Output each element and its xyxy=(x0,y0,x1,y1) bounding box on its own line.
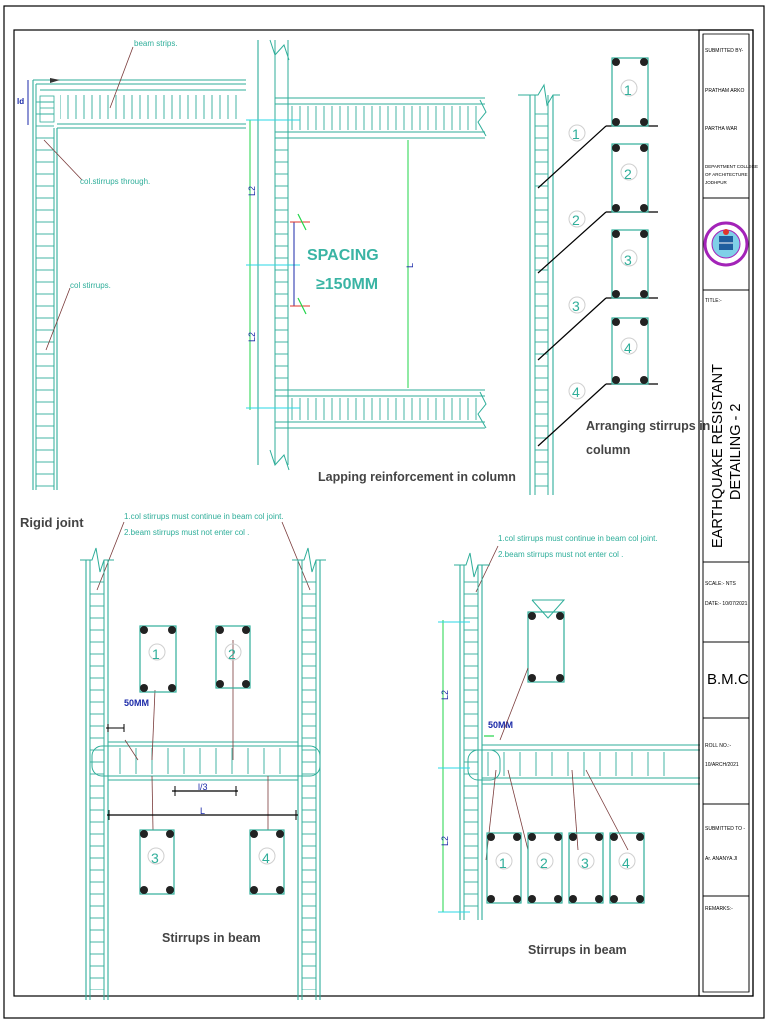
corner-joint-detail: ld beam strips. col.stirrups through. co… xyxy=(17,39,246,490)
rigid-note-2: 2.beam stirrups must not enter col . xyxy=(124,528,249,537)
right-l2-top-label: L2 xyxy=(440,690,450,700)
rigid-joint-detail: Rigid joint 1.col stirrups must continue… xyxy=(20,512,326,1000)
department-line-2: OF ARCHITECTURE xyxy=(705,172,748,177)
scale-label: SCALE:- NTS xyxy=(705,581,737,587)
arranging-caption-line1: Arranging stirrups in xyxy=(586,419,710,433)
right-section-3: 3 xyxy=(568,832,604,904)
drawing-title-line2: DETAILING - 2 xyxy=(728,404,744,500)
roll-no-value: 10/ARCH/2021 xyxy=(705,762,739,768)
svg-text:2: 2 xyxy=(624,166,632,182)
college-seal xyxy=(703,221,749,267)
svg-text:2: 2 xyxy=(572,212,580,228)
title-label: TITLE:- xyxy=(705,298,722,304)
svg-text:1: 1 xyxy=(499,855,507,871)
submitted-to-label: SUBMITTED TO - xyxy=(705,826,745,832)
arranging-caption-line2: column xyxy=(586,443,630,457)
rigid-joint-heading: Rigid joint xyxy=(20,515,84,530)
col-section-4: 4 xyxy=(611,317,649,385)
rigid-note-1: 1.col stirrups must continue in beam col… xyxy=(124,512,284,521)
spacing-line2: ≥150MM xyxy=(316,276,378,293)
submitted-to-name: Ar. ANANYA JI xyxy=(705,856,737,862)
rigid-50mm-label: 50MM xyxy=(124,698,149,708)
bmc-mark: B.M.C xyxy=(707,671,749,688)
right-l2-bottom-label: L2 xyxy=(440,836,450,846)
svg-text:3: 3 xyxy=(572,298,580,314)
student-name-2: PARTHA WAR xyxy=(705,126,738,132)
svg-text:3: 3 xyxy=(581,855,589,871)
col-stirrups-label: col stirrups. xyxy=(70,281,111,290)
lap-l2-bottom-label: L2 xyxy=(247,332,257,342)
rigid-caption: Stirrups in beam xyxy=(162,931,261,945)
svg-text:1: 1 xyxy=(572,126,580,142)
right-note-1: 1.col stirrups must continue in beam col… xyxy=(498,534,658,543)
beam-section-4: 4 xyxy=(249,829,285,895)
drawing-title-line1: EARTHQUAKE RESISTANT xyxy=(710,364,726,548)
svg-text:1: 1 xyxy=(152,646,160,662)
lap-l2-top-label: L2 xyxy=(247,186,257,196)
remarks-label: REMARKS:- xyxy=(705,906,733,912)
lap-l-label: L xyxy=(405,263,415,268)
beam-strips-label: beam strips. xyxy=(134,39,178,48)
beam-section-2: 2 xyxy=(215,625,251,689)
col-marker-1: 1 xyxy=(568,124,586,142)
svg-text:3: 3 xyxy=(624,252,632,268)
svg-text:4: 4 xyxy=(622,855,630,871)
col-section-1: 1 xyxy=(611,57,649,127)
col-marker-3: 3 xyxy=(568,296,586,314)
svg-text:1: 1 xyxy=(624,82,632,98)
right-section-4: 4 xyxy=(609,832,645,904)
beam-stirrups-detail: 1.col stirrups must continue in beam col… xyxy=(438,534,700,957)
svg-text:4: 4 xyxy=(262,850,270,866)
lapping-detail: L2 L2 L SPACING ≥150MM Lapping reinforce… xyxy=(246,39,516,484)
department-line-1: DEPARTMENT COLLEGE xyxy=(705,164,758,169)
beam-section-1: 1 xyxy=(139,625,177,693)
right-caption: Stirrups in beam xyxy=(528,943,627,957)
svg-text:4: 4 xyxy=(572,384,580,400)
right-section-1: 1 xyxy=(486,832,522,904)
department-line-3: JODHPUR xyxy=(705,180,728,185)
rigid-l-label: L xyxy=(200,806,205,816)
spacing-line1: SPACING xyxy=(307,247,379,264)
date-label: DATE:- 10/07/2021 xyxy=(705,601,748,607)
col-section-3: 3 xyxy=(611,229,649,299)
col-stirrups-through-label: col.stirrups through. xyxy=(80,177,150,186)
title-block: SUBMITTED BY- PRATHAM ARKO PARTHA WAR DE… xyxy=(698,29,758,997)
col-marker-4: 4 xyxy=(568,382,586,400)
right-note-2: 2.beam stirrups must not enter col . xyxy=(498,550,623,559)
svg-text:3: 3 xyxy=(151,850,159,866)
right-50mm-label: 50MM xyxy=(488,720,513,730)
right-section-2: 2 xyxy=(527,832,563,904)
arranging-stirrups-detail: 1 2 3 4 1 2 3 xyxy=(518,57,710,495)
rigid-l3-label: l/3 xyxy=(198,782,208,792)
svg-text:2: 2 xyxy=(540,855,548,871)
col-section-2: 2 xyxy=(611,143,649,213)
outer-border xyxy=(3,5,765,1019)
svg-text:2: 2 xyxy=(228,646,236,662)
roll-no-label: ROLL NO.:- xyxy=(705,743,732,749)
col-marker-2: 2 xyxy=(568,210,586,228)
beam-section-3: 3 xyxy=(139,829,175,895)
ld-label: ld xyxy=(17,97,24,106)
svg-text:4: 4 xyxy=(624,340,632,356)
beam-top-section xyxy=(499,599,566,741)
submitted-by-label: SUBMITTED BY- xyxy=(705,48,743,54)
lapping-caption: Lapping reinforcement in column xyxy=(318,470,516,484)
student-name-1: PRATHAM ARKO xyxy=(705,88,744,94)
